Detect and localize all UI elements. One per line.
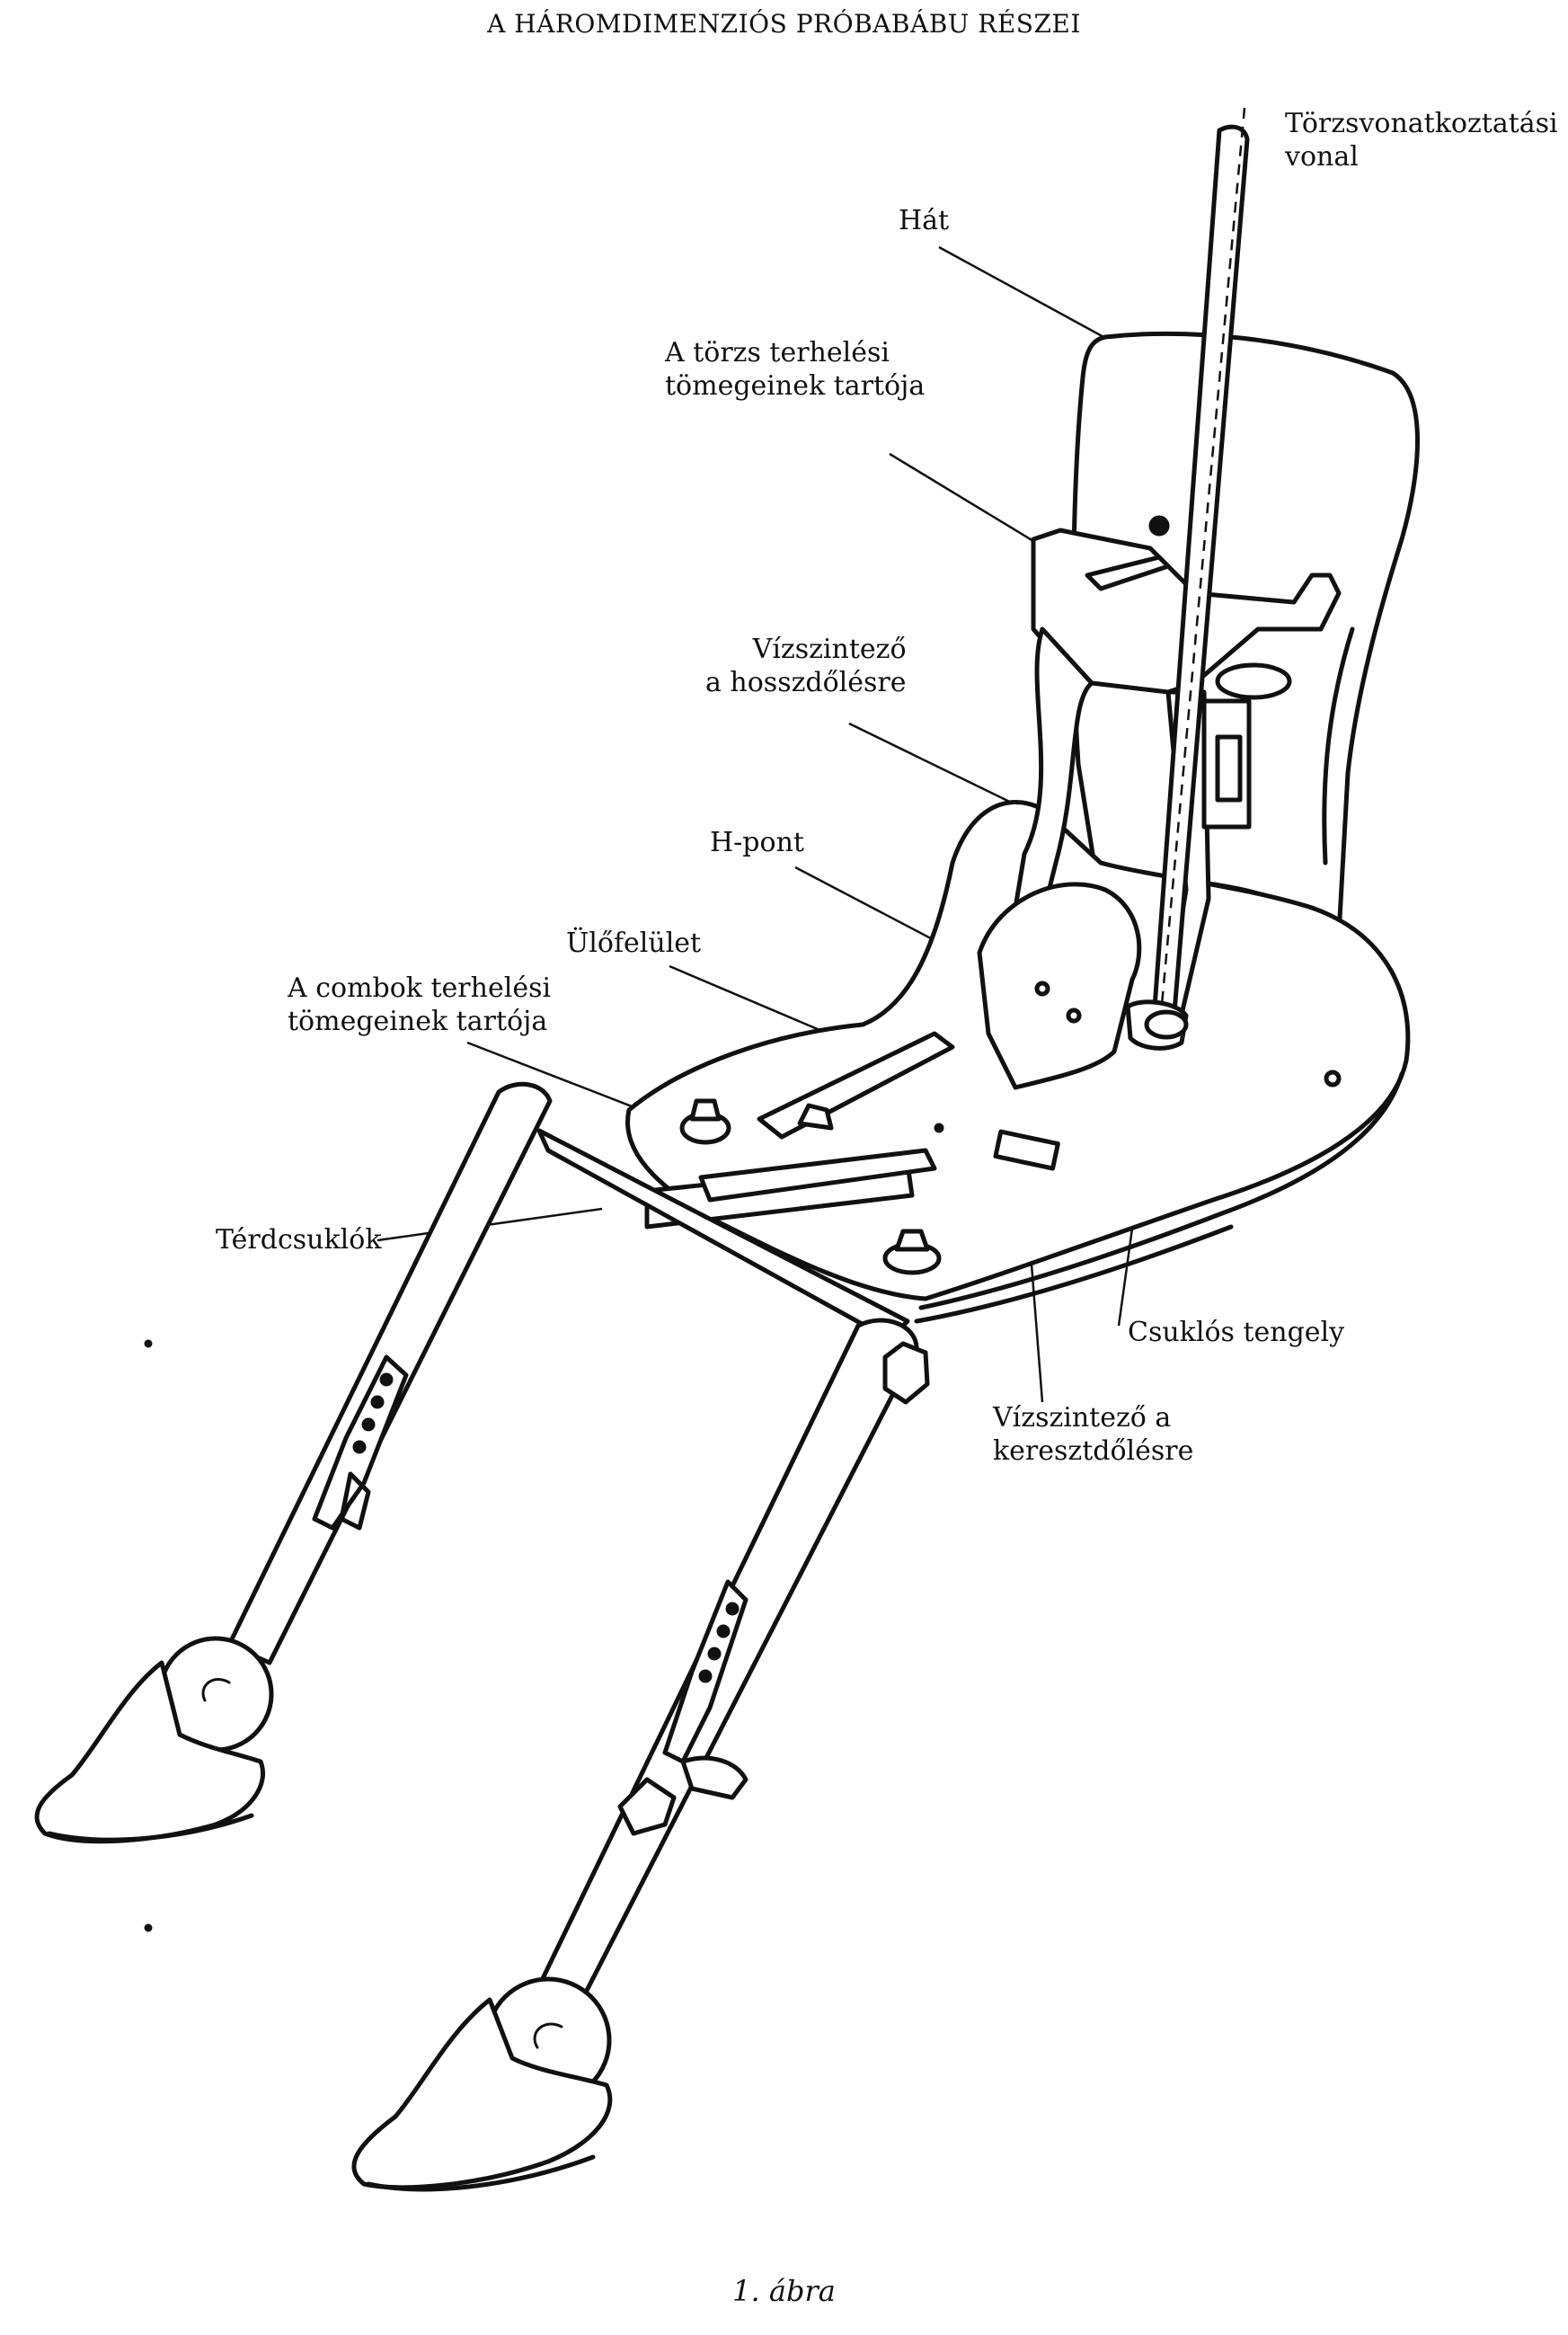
right-leg <box>351 1318 930 2192</box>
label-thigh-weight-holder: A combok terhelési tömegeinek tartója <box>288 972 552 1037</box>
label-back: Hát <box>899 205 950 236</box>
left-leg <box>34 1081 553 1844</box>
page-header: A HÁROMDIMENZIÓS PRÓBABÁBU RÉSZEI <box>487 9 1081 39</box>
hinge-side-plate <box>977 882 1189 1090</box>
label-torso-weight-holder: A törzs terhelési tömegeinek tartója <box>665 337 926 402</box>
leader-lines <box>376 245 1161 1403</box>
label-longitudinal-level: Vízszintező a hosszdőlésre <box>705 634 907 698</box>
label-hinge-shaft: Csuklós tengely <box>1128 1317 1345 1348</box>
label-torso-reference-line: Törzsvonatkoztatási vonal <box>1285 108 1558 173</box>
label-knee-joints: Térdcsuklók <box>216 1224 382 1256</box>
label-seat-pan: Ülőfelület <box>566 928 702 959</box>
label-lateral-level: Vízszintező a keresztdőlésre <box>993 1402 1194 1467</box>
figure-caption: 1. ábra <box>732 2274 836 2308</box>
label-h-point: H-pont <box>710 827 804 858</box>
